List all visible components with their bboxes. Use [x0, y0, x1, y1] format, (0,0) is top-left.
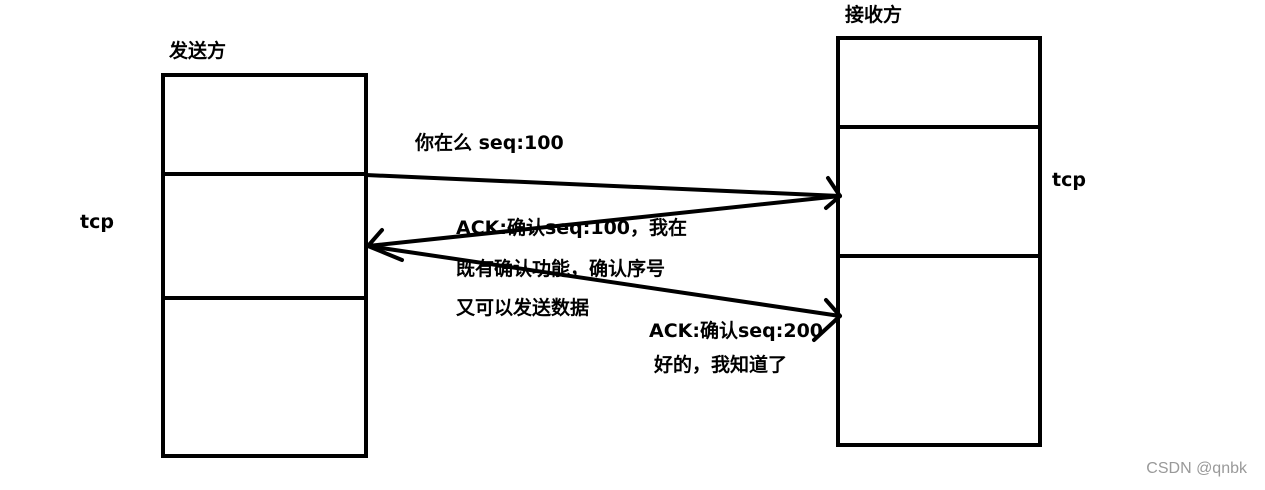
watermark: CSDN @qnbk	[1146, 460, 1247, 477]
receiver-stack	[836, 36, 1042, 447]
ack-message-line1: ACK:确认seq:200	[649, 320, 824, 342]
syn-message: 你在么 seq:100	[415, 132, 564, 154]
syn-ack-message-line3: 又可以发送数据	[456, 297, 590, 319]
ack-arrow-head	[812, 298, 842, 342]
receiver-title: 接收方	[845, 4, 903, 26]
receiver-box	[836, 36, 1042, 447]
syn-arrow-line	[364, 173, 842, 198]
ack-message-line2: 好的，我知道了	[654, 354, 788, 376]
syn-ack-message-line1: ACK:确认seq:100，我在	[456, 217, 688, 239]
receiver-tcp-label: tcp	[1052, 169, 1086, 191]
sender-box	[161, 73, 368, 458]
sender-title: 发送方	[169, 40, 227, 62]
syn-ack-message-line2: 既有确认功能，确认序号	[456, 258, 666, 280]
ack-arrow-line	[366, 244, 842, 318]
sender-tcp-label: tcp	[80, 211, 114, 233]
syn-ack-arrow-line	[366, 194, 842, 248]
sender-stack	[161, 73, 368, 458]
